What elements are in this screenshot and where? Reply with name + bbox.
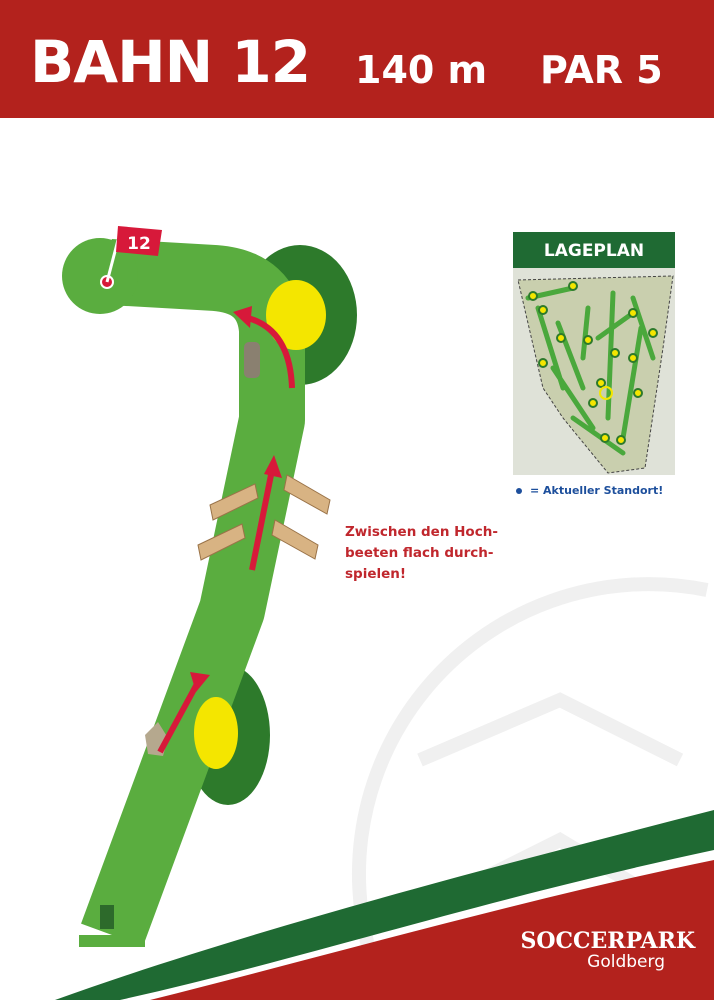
tee-mat [100, 905, 114, 929]
hole-par: PAR 5 [540, 48, 663, 92]
current-location-marker [599, 386, 613, 400]
hole-length: 140 m [355, 48, 488, 92]
fairway [81, 239, 305, 947]
arrow-head-icon [190, 672, 210, 692]
log-obstacle [244, 342, 260, 378]
green-swoosh [55, 810, 714, 1000]
site-map: LAGEPLAN [513, 232, 675, 475]
hole-title: BAHN 12 [30, 28, 311, 96]
arrow-head-icon [233, 306, 252, 328]
direction-arrows [157, 315, 295, 754]
arrow-head-icon [264, 455, 282, 478]
red-swoosh [150, 860, 714, 1000]
hint-text: Zwischen den Hoch- beeten flach durch- s… [345, 524, 498, 582]
header-banner: BAHN 12 140 m PAR 5 [0, 0, 714, 118]
site-map-image [517, 275, 674, 474]
location-dot-icon [516, 488, 522, 494]
logo: SOCCERPARK Goldberg [520, 928, 695, 972]
flag-icon [116, 226, 162, 256]
raised-beds [197, 474, 331, 561]
flag-pole [105, 239, 120, 283]
green-circle [62, 238, 138, 314]
site-map-legend: = Aktueller Standort! [516, 484, 663, 497]
site-map-title: LAGEPLAN [513, 232, 675, 268]
target-top [266, 280, 326, 350]
flag-number: 12 [127, 234, 151, 254]
target-bottom [194, 697, 238, 769]
